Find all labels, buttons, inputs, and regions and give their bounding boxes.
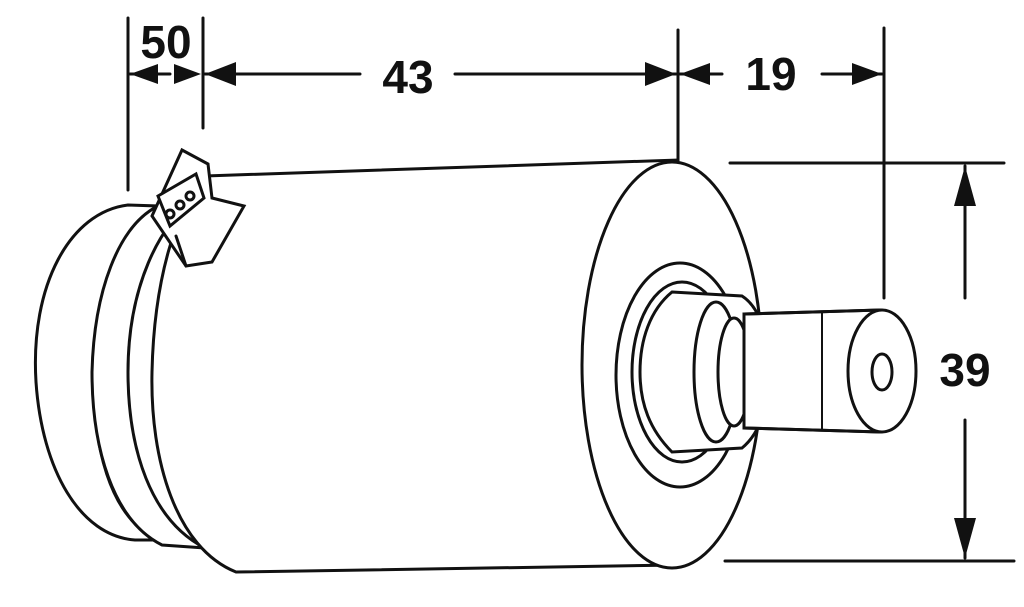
terminal-screw-2: [174, 199, 186, 211]
arrowhead: [852, 63, 882, 85]
arrowhead: [174, 64, 201, 84]
shaft: [638, 290, 918, 454]
terminal-screw-3: [184, 190, 196, 202]
arrowhead: [130, 64, 158, 84]
arrowhead: [645, 62, 676, 86]
shaft-center-hole: [870, 352, 894, 392]
arrowhead: [954, 166, 976, 206]
shaft-bottom-edge: [742, 426, 882, 434]
terminal-edge: [174, 234, 188, 268]
dimension-label-43: 43: [382, 51, 433, 103]
terminal-block: [150, 147, 247, 268]
dimension-line-19: [678, 63, 884, 85]
dimension-label-50: 50: [140, 16, 191, 68]
arrowhead: [205, 62, 236, 86]
extension-lines: [126, 16, 1016, 563]
arrowhead: [954, 518, 976, 558]
dimension-label-39: 39: [939, 344, 990, 396]
dimension-label-19: 19: [745, 48, 796, 100]
shaft-top-edge: [742, 308, 882, 316]
arrowhead: [680, 63, 710, 85]
dimension-line-43: [203, 62, 678, 86]
terminal-screw-1: [164, 208, 176, 220]
dimension-line-39: [954, 164, 976, 560]
dimension-line-50: [128, 64, 201, 84]
